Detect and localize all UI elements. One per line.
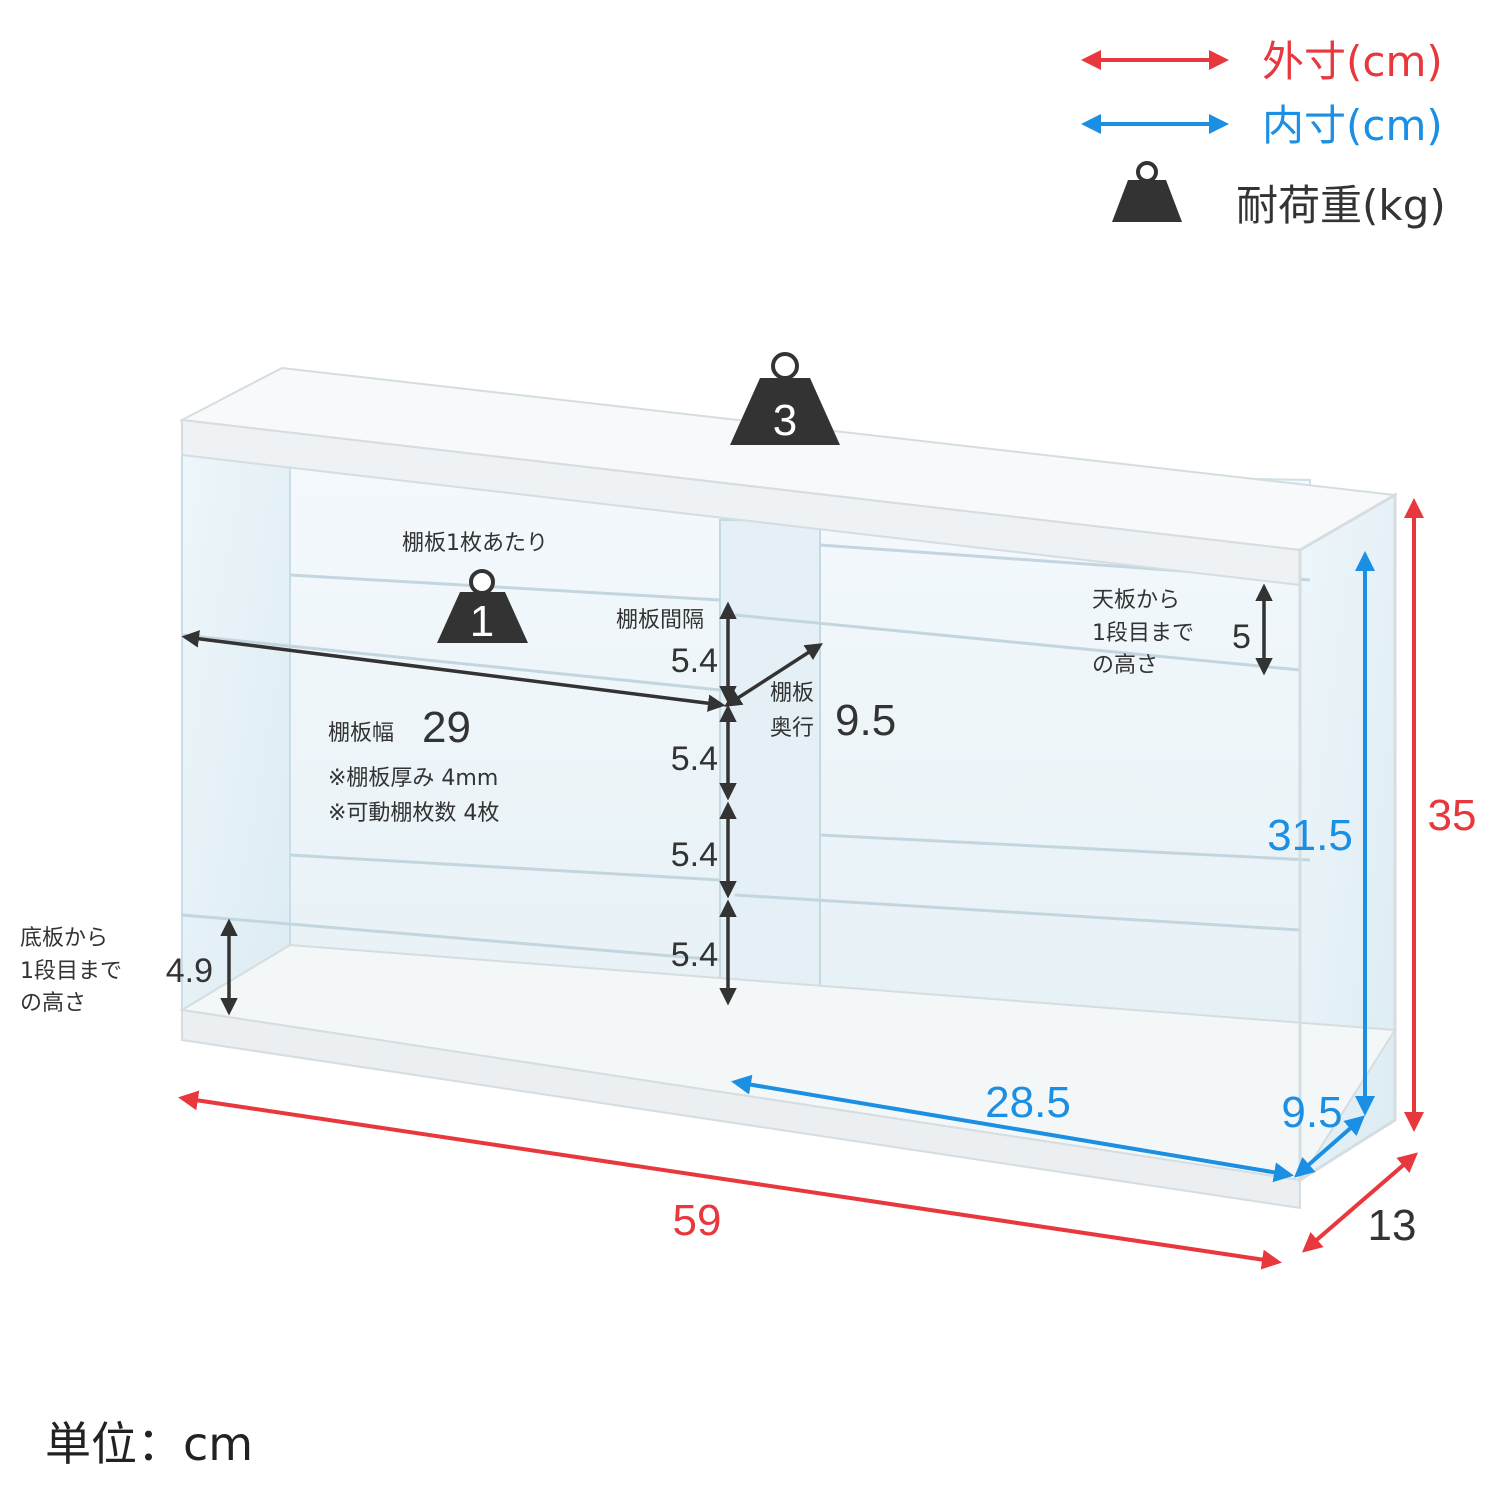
shelf-interval-value-1: 5.4 bbox=[671, 642, 718, 680]
shelf-interval-label: 棚板間隔 bbox=[616, 608, 704, 633]
shelf-depth-arrow bbox=[724, 643, 823, 707]
shelf-depth-label-2: 奥行 bbox=[770, 716, 814, 741]
legend: 外寸(cm) 内寸(cm) 耐荷重(kg) bbox=[1081, 37, 1446, 230]
top-load-weight-body bbox=[730, 378, 840, 445]
from-top-label-2: 1段目まで bbox=[1092, 621, 1194, 646]
top-load-value: 3 bbox=[773, 396, 797, 445]
weight-icon bbox=[771, 352, 799, 380]
shelf-load-caption: 棚板1枚あたり bbox=[402, 531, 548, 556]
top-load-weight: 3 bbox=[730, 352, 840, 445]
weight-icon bbox=[469, 569, 495, 595]
unit-label: 単位：cm bbox=[45, 1417, 253, 1471]
left-side-panel bbox=[181, 438, 291, 1022]
shelf-interval-value-4: 5.4 bbox=[671, 936, 718, 974]
shelf-interval-value-2: 5.4 bbox=[671, 740, 718, 778]
legend-load-label: 耐荷重(kg) bbox=[1236, 181, 1446, 230]
inner-height-value: 31.5 bbox=[1267, 811, 1353, 860]
from-top-label-3: の高さ bbox=[1092, 653, 1158, 678]
shelf-load-value: 1 bbox=[470, 597, 494, 646]
outer-depth-value: 13 bbox=[1368, 1201, 1417, 1250]
outer-width-arrow bbox=[178, 1090, 1282, 1270]
shelf-width-label: 棚板幅 bbox=[328, 721, 394, 746]
from-bottom-label-2: 1段目まで bbox=[20, 959, 122, 984]
note-thickness: ※棚板厚み 4mm bbox=[328, 766, 498, 791]
legend-outer-label: 外寸(cm) bbox=[1262, 37, 1443, 86]
inner-depth-value: 9.5 bbox=[1281, 1088, 1342, 1137]
shelf-depth-value: 9.5 bbox=[835, 696, 896, 745]
note-movable-count: ※可動棚枚数 4枚 bbox=[328, 801, 499, 826]
outer-depth-arrow bbox=[1301, 1152, 1419, 1253]
display-cabinet bbox=[178, 366, 1399, 1210]
shelf-interval-value-3: 5.4 bbox=[671, 836, 718, 874]
annotation-arrows bbox=[181, 583, 1273, 1016]
inner-width-value: 28.5 bbox=[985, 1078, 1071, 1127]
from-bottom-label-3: の高さ bbox=[20, 991, 86, 1016]
outer-dimension-arrows bbox=[178, 498, 1424, 1270]
shelf-width-arrow bbox=[181, 630, 726, 712]
legend-inner-label: 内寸(cm) bbox=[1262, 101, 1443, 150]
outer-width-value: 59 bbox=[673, 1196, 722, 1245]
from-bottom-label-1: 底板から bbox=[20, 926, 108, 951]
outer-height-value: 35 bbox=[1428, 791, 1477, 840]
from-top-label-1: 天板から bbox=[1092, 588, 1180, 613]
from-bottom-value: 4.9 bbox=[166, 952, 213, 990]
shelf-width-value: 29 bbox=[422, 703, 471, 752]
from-top-value: 5 bbox=[1232, 618, 1251, 656]
weight-icon bbox=[1112, 161, 1182, 222]
shelf-depth-label-1: 棚板 bbox=[770, 681, 814, 706]
right-frame bbox=[1298, 492, 1397, 1183]
